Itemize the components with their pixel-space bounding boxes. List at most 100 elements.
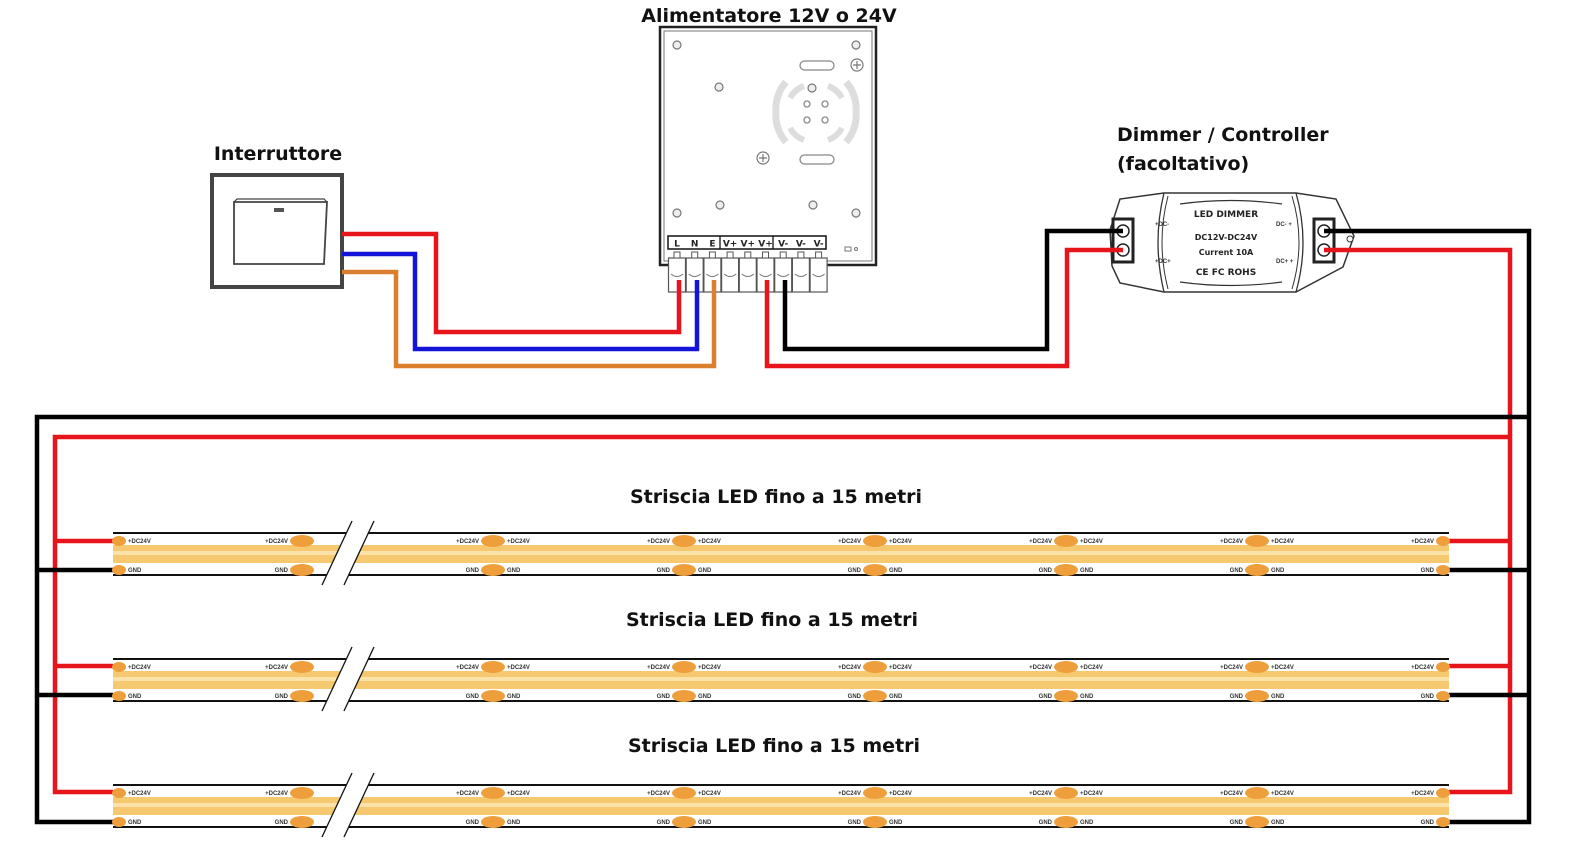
solder-pad xyxy=(1436,565,1450,575)
terminal-label: V+ xyxy=(758,240,773,250)
terminal-label: V+ xyxy=(741,240,756,250)
cut-point-pad xyxy=(481,816,505,828)
gnd-label: GND xyxy=(1230,820,1244,826)
switch: Interruttore xyxy=(210,143,344,289)
led-strips: Striscia LED fino a 15 metri +DC24V GND +DC… xyxy=(112,486,1450,838)
dc24v-label: +DC24V xyxy=(889,791,912,797)
gnd-label: GND xyxy=(128,694,142,700)
dc24v-label: +DC24V xyxy=(1411,539,1434,545)
cut-point-pad xyxy=(481,661,505,673)
terminal-screw xyxy=(809,257,828,293)
led-strip: Striscia LED fino a 15 metri+DC24VGND+DC… xyxy=(112,735,1450,838)
solder-pad xyxy=(112,662,126,672)
fan-grille-icon xyxy=(772,60,860,165)
dc24v-label: +DC24V xyxy=(1080,665,1103,671)
gnd-label: GND xyxy=(1039,820,1053,826)
dc24v-label: +DC24V xyxy=(1271,539,1294,545)
cut-point-pad xyxy=(1054,564,1078,576)
phillips-screw-icons xyxy=(756,58,864,165)
terminal-label-strip xyxy=(667,235,827,250)
gnd-label: GND xyxy=(507,820,521,826)
gnd-label: GND xyxy=(698,694,712,700)
gnd-label: GND xyxy=(698,568,712,574)
dimmer-voltage: DC12V-DC24V xyxy=(1195,233,1258,242)
terminal-block xyxy=(667,251,828,293)
dimmer-pin-out-neg: DC- + xyxy=(1276,222,1292,228)
gnd-label: GND xyxy=(128,820,142,826)
gnd-label: GND xyxy=(889,820,903,826)
led-strip: Striscia LED fino a 15 metri +DC24V GND +DC… xyxy=(112,609,1450,712)
dc24v-label: +DC24V xyxy=(1411,665,1434,671)
gnd-label: GND xyxy=(1271,568,1285,574)
cut-point-pad xyxy=(863,564,887,576)
gnd-label: GND xyxy=(889,568,903,574)
cut-point-pad xyxy=(481,535,505,547)
negative-distribution-wire xyxy=(34,414,1529,825)
cut-point-pad xyxy=(672,787,696,799)
dimmer-controller: Dimmer / Controller (facoltativo) LED DI… xyxy=(1109,124,1355,293)
solder-pad xyxy=(1436,536,1450,546)
solder-pad xyxy=(112,788,126,798)
dimmer-subtitle: (facoltativo) xyxy=(1117,153,1249,175)
dc24v-label: +DC24V xyxy=(128,665,151,671)
cut-point-pad xyxy=(481,787,505,799)
terminal-label: V+ xyxy=(723,240,738,250)
dimmer-pin-in-pos: +DC+ xyxy=(1155,259,1171,265)
power-supply-case xyxy=(658,25,878,267)
earth-wire xyxy=(342,269,717,369)
terminal-label: V- xyxy=(778,240,788,250)
dc24v-label: +DC24V xyxy=(507,665,530,671)
cut-point-pad xyxy=(1054,787,1078,799)
dc24v-label: +DC24V xyxy=(1271,665,1294,671)
gnd-label: GND xyxy=(657,820,671,826)
gnd-label: GND xyxy=(1230,568,1244,574)
cut-point-pad xyxy=(1054,690,1078,702)
gnd-label: GND xyxy=(507,694,521,700)
strip-title: Striscia LED fino a 15 metri xyxy=(630,486,922,508)
dc24v-label: +DC24V xyxy=(698,665,721,671)
cut-point-pad xyxy=(672,535,696,547)
gnd-label: GND xyxy=(466,694,480,700)
gnd-label: GND xyxy=(1039,694,1053,700)
dc24v-label: +DC24V xyxy=(698,539,721,545)
cut-point-pad xyxy=(672,690,696,702)
dc24v-label: +DC24V xyxy=(647,539,670,545)
gnd-label: GND xyxy=(1271,820,1285,826)
cut-point-pad xyxy=(290,535,314,547)
switch-rocker-icon xyxy=(233,201,328,265)
length-break-mark xyxy=(322,521,374,585)
dimmer-pin-in-neg: +DC- xyxy=(1155,222,1169,228)
strip-title: Striscia LED fino a 15 metri xyxy=(626,609,918,631)
cut-point-pad xyxy=(863,661,887,673)
dc24v-label: +DC24V xyxy=(1271,791,1294,797)
solder-pad xyxy=(1436,788,1450,798)
dc24v-label: +DC24V xyxy=(1029,665,1052,671)
dc24v-label: +DC24V xyxy=(507,791,530,797)
dimmer-current: Current 10A xyxy=(1199,248,1254,257)
solder-pad xyxy=(112,536,126,546)
gnd-label: GND xyxy=(1080,568,1094,574)
dc24v-label: +DC24V xyxy=(128,539,151,545)
psu-positive-wire xyxy=(764,247,1123,369)
solder-pad xyxy=(112,565,126,575)
dimmer-label: LED DIMMER xyxy=(1194,210,1258,220)
dimmer-certification: CE FC ROHS xyxy=(1196,268,1256,278)
solder-pad xyxy=(1436,662,1450,672)
gnd-label: GND xyxy=(848,820,862,826)
dc24v-label: +DC24V xyxy=(1411,791,1434,797)
cut-point-pad xyxy=(863,535,887,547)
dc24v-label: +DC24V xyxy=(265,539,288,545)
dc24v-label: +DC24V xyxy=(507,539,530,545)
terminal-label: V- xyxy=(796,240,806,250)
wires xyxy=(34,228,1532,825)
gnd-label: GND xyxy=(698,820,712,826)
cut-point-pad xyxy=(1245,661,1269,673)
gnd-label: GND xyxy=(1271,694,1285,700)
gnd-label: GND xyxy=(848,568,862,574)
dc24v-label: +DC24V xyxy=(265,791,288,797)
gnd-label: GND xyxy=(275,820,289,826)
dc24v-label: +DC24V xyxy=(456,791,479,797)
led-strip: Striscia LED fino a 15 metri +DC24V GND +DC… xyxy=(112,486,1450,586)
cut-point-pad xyxy=(863,690,887,702)
dc24v-label: +DC24V xyxy=(838,791,861,797)
